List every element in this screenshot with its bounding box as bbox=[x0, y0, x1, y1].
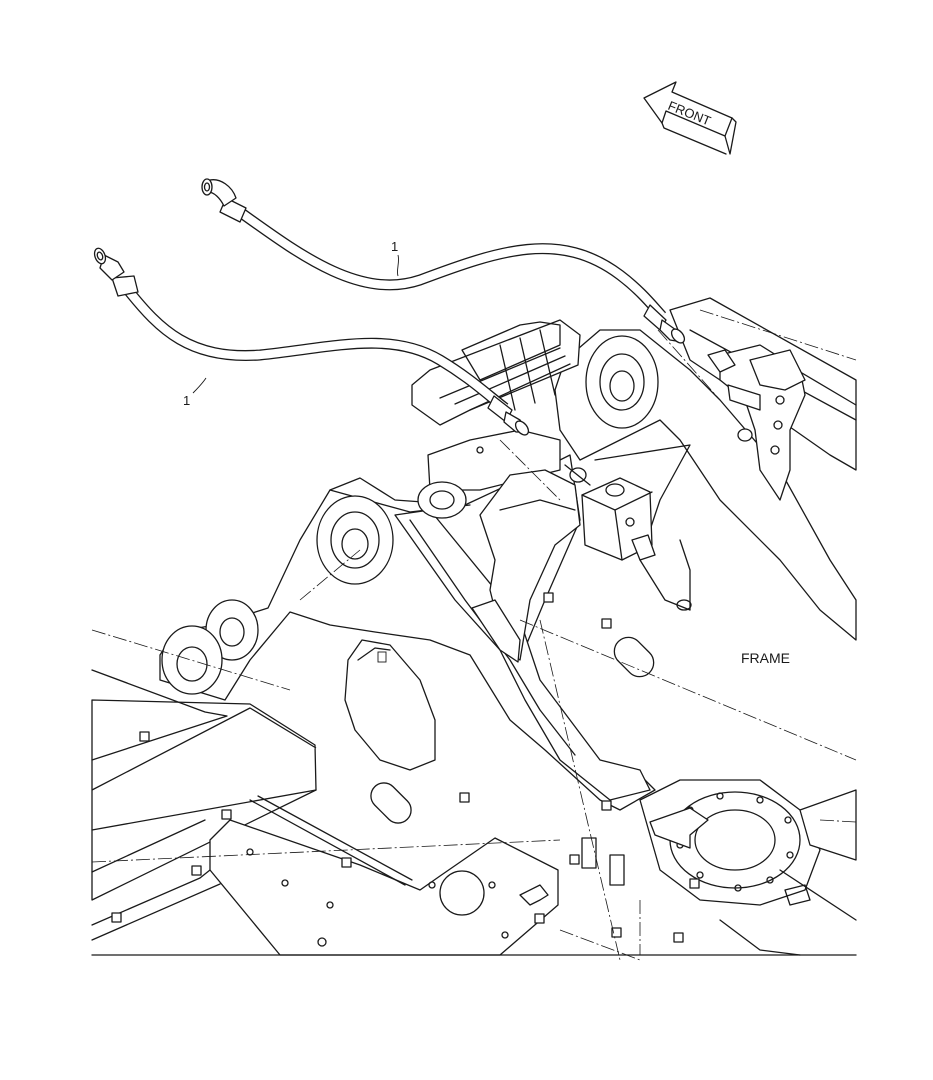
callout-upper-label: 1 bbox=[391, 239, 398, 254]
callout-upper: 1 bbox=[391, 239, 400, 277]
front-arrow-icon: FRONT bbox=[643, 81, 737, 155]
callout-lower: 1 bbox=[183, 377, 207, 408]
callout-lower-label: 1 bbox=[183, 393, 190, 408]
hose-lower bbox=[93, 247, 530, 436]
frame-label: FRAME bbox=[741, 650, 790, 666]
hose-upper bbox=[201, 178, 686, 344]
frame-structure bbox=[91, 297, 857, 961]
